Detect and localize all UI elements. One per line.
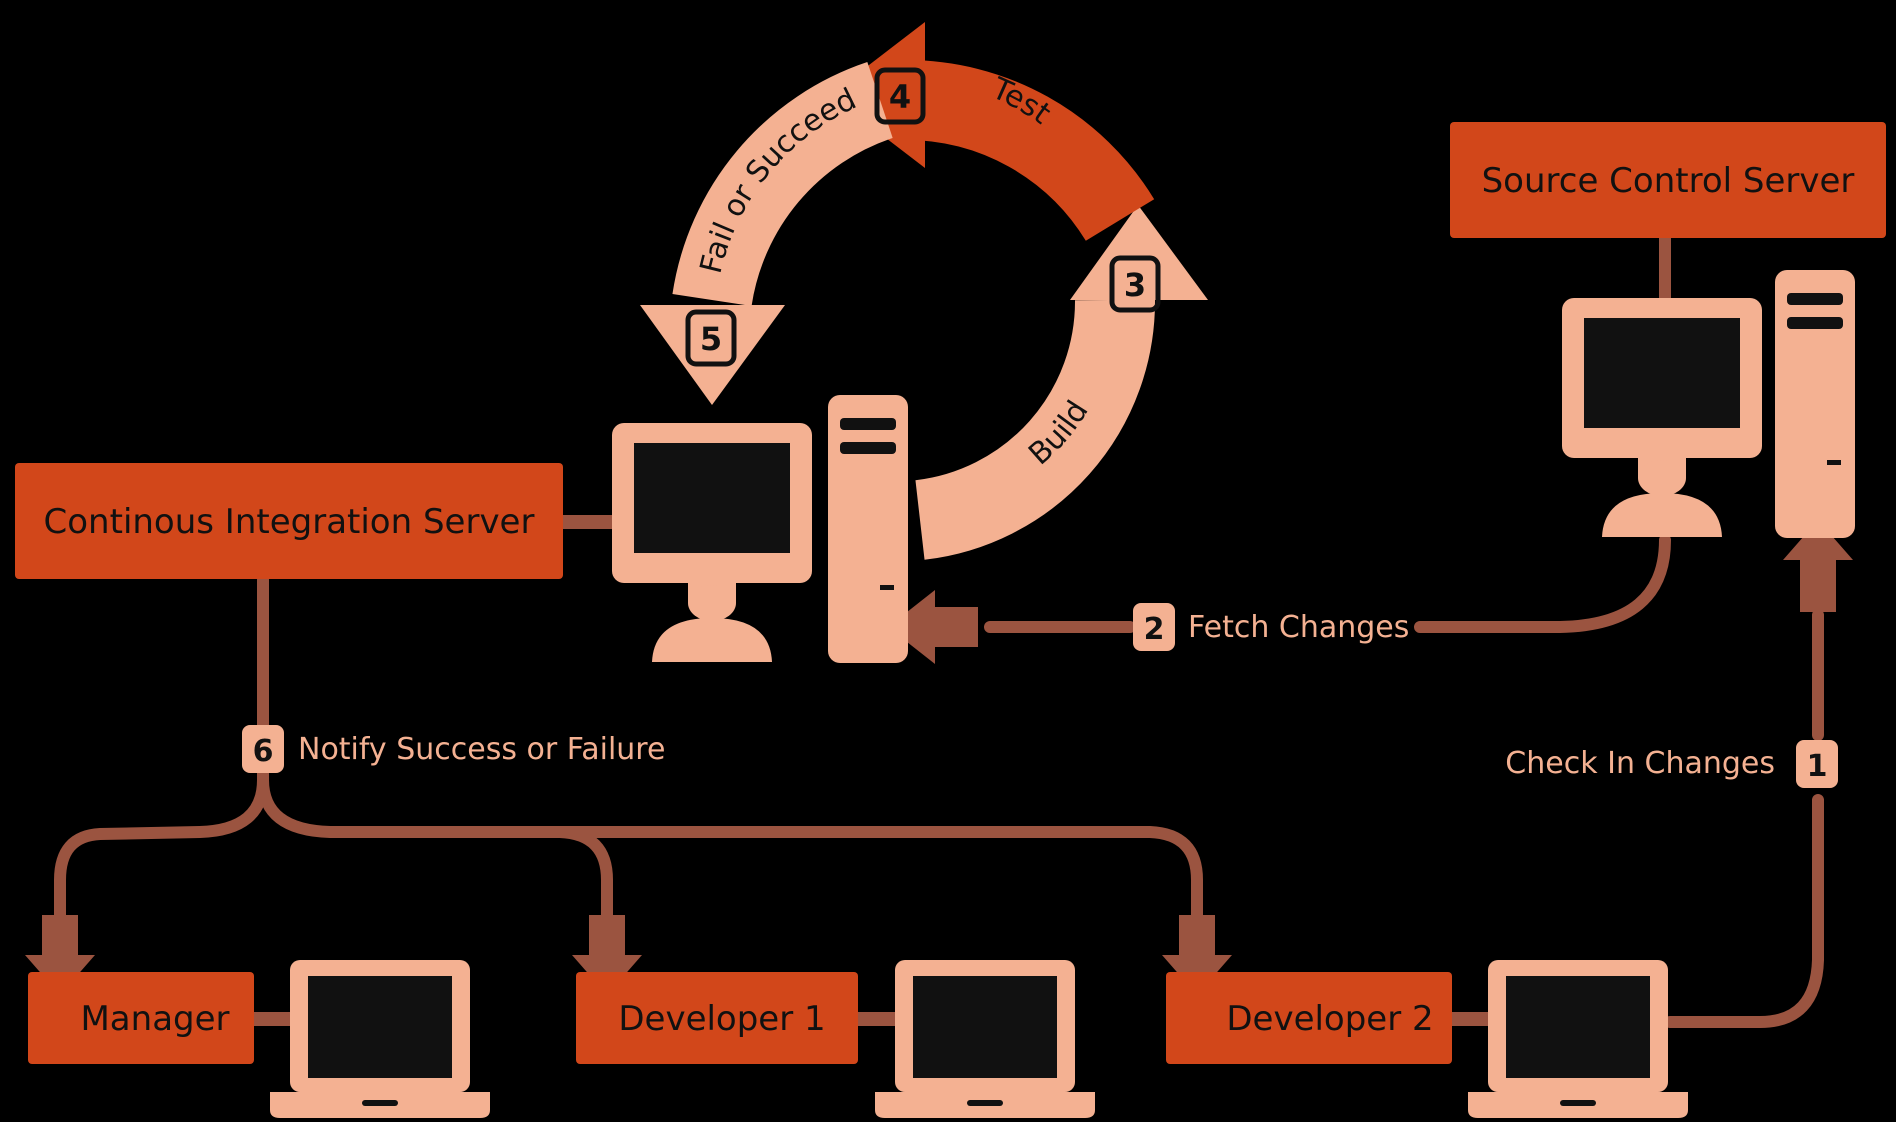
notify-label: Notify Success or Failure	[298, 732, 665, 767]
source-desktop-monitor-icon	[1562, 298, 1762, 537]
notify-label-group: 6 Notify Success or Failure	[242, 725, 665, 773]
step2-badge	[1133, 603, 1175, 651]
svg-text:2: 2	[1144, 612, 1165, 647]
developer2-label: Developer 2	[1226, 999, 1433, 1039]
svg-text:1: 1	[1807, 749, 1828, 784]
developer1-laptop-icon	[875, 960, 1095, 1118]
checkin-arrow-icon	[1783, 520, 1853, 612]
svg-text:6: 6	[253, 734, 274, 769]
svg-text:3: 3	[1124, 266, 1146, 304]
ci-desktop-monitor-icon	[612, 423, 812, 662]
fail-arrowhead-icon	[640, 305, 785, 405]
ci-tower-computer-icon	[828, 395, 908, 663]
ci-server-box: Continous Integration Server	[15, 463, 563, 579]
step6-badge	[242, 725, 284, 773]
manager-laptop-icon	[270, 960, 490, 1118]
fail-arc	[672, 62, 894, 307]
checkin-line-lower	[1664, 794, 1824, 1028]
connector-lines	[54, 232, 1824, 1028]
build-arrowhead-icon	[1070, 205, 1208, 300]
step5-badge: 5	[685, 309, 737, 367]
step3-badge: 3	[1109, 255, 1161, 313]
source-control-server-box: Source Control Server	[1450, 122, 1886, 238]
fetch-arrow-icon	[888, 590, 978, 664]
source-tower-computer-icon	[1775, 270, 1855, 538]
ci-server-label: Continous Integration Server	[44, 502, 535, 542]
source-control-server-label: Source Control Server	[1482, 161, 1855, 201]
step4-badge: 4	[874, 67, 926, 125]
connector-tabs	[252, 515, 1490, 1026]
developer2-laptop-icon	[1468, 960, 1688, 1118]
step1-badge	[1796, 740, 1838, 788]
test-arc	[904, 59, 1155, 242]
developer2-box: Developer 2	[1166, 972, 1452, 1064]
notify-branch-developer1	[257, 774, 613, 936]
check-in-label: Check In Changes	[1505, 746, 1775, 781]
fetch-changes-label: Fetch Changes	[1188, 610, 1409, 645]
fetch-changes-label-group: 2 Fetch Changes	[1133, 603, 1409, 651]
check-in-label-group: Check In Changes 1	[1505, 740, 1838, 788]
build-arc	[914, 299, 1156, 560]
fetch-line-right	[1414, 534, 1671, 633]
developer1-box: Developer 1	[576, 972, 858, 1064]
manager-box: Manager	[28, 972, 254, 1064]
svg-text:5: 5	[700, 320, 722, 358]
svg-text:4: 4	[889, 78, 911, 116]
notify-branch-manager	[54, 774, 269, 936]
notify-branch-developer2	[554, 826, 1203, 936]
developer1-label: Developer 1	[618, 999, 825, 1039]
manager-label: Manager	[80, 999, 229, 1039]
